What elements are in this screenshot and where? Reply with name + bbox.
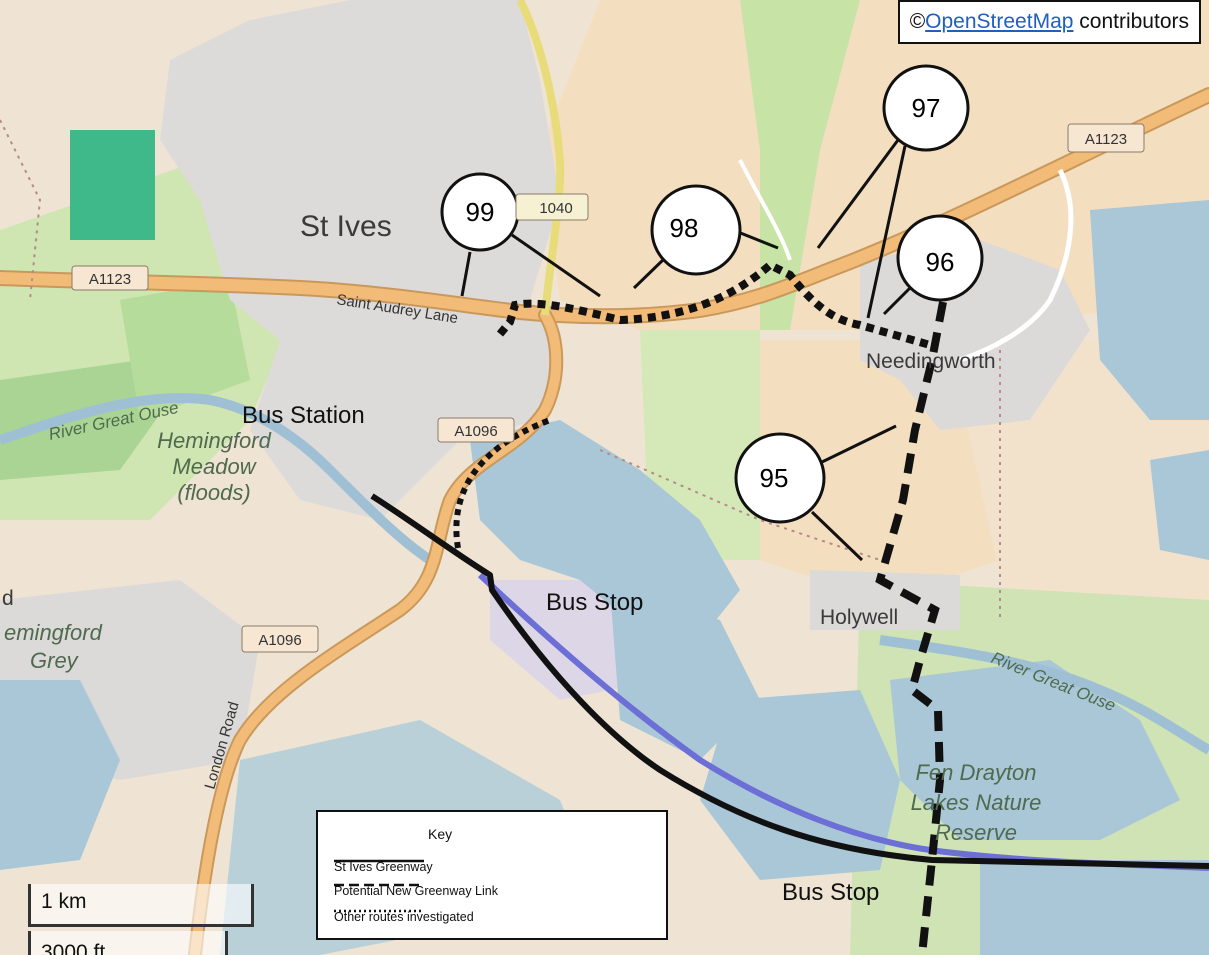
lake-southeast (980, 860, 1209, 955)
legend-item-other-routes: Other routes investigated (334, 908, 474, 926)
lake-centre (470, 420, 740, 640)
place-label-fen-drayton-3: Reserve (935, 820, 1017, 845)
meadow-west-2 (120, 280, 250, 420)
scale-bar-km: 1 km (28, 884, 254, 927)
urban-st-ives (160, 0, 560, 520)
footpath-west (0, 119, 42, 301)
attribution-suffix: contributors (1073, 10, 1189, 33)
callout-99-leader-2 (511, 233, 601, 298)
road-label-a1096-south: A1096 (258, 632, 301, 649)
callout-98: 98 (650, 184, 742, 276)
callout-96-label: 96 (926, 247, 955, 277)
legend-swatch-dashed (334, 883, 424, 887)
scale-label-km: 1 km (41, 890, 87, 913)
callout-96-leader (882, 284, 914, 316)
place-label-fen-drayton-2: Lakes Nature (911, 790, 1042, 815)
road-label-a1123-west: A1123 (89, 271, 131, 288)
road-label-a1123-east: A1123 (1085, 131, 1127, 148)
place-label-st-ives: St Ives (300, 210, 392, 243)
callout-99-label: 99 (466, 197, 495, 227)
potential-greenway-link (875, 301, 947, 955)
lake-fen-drayton-1 (890, 660, 1180, 840)
route-investigated-north (496, 260, 932, 349)
attribution: ©OpenStreetMap contributors (897, 0, 1201, 44)
place-label-hemingford-meadow-3: (floods) (177, 480, 250, 505)
callout-98-leader-2 (737, 230, 779, 250)
callout-98-label: 98 (670, 213, 699, 243)
road-shield-a1123-west: A1123 (71, 265, 149, 291)
scale-bar-ft: 3000 ft (28, 931, 228, 955)
callout-98-leader-1 (632, 256, 667, 290)
callout-97-leader-2 (866, 145, 907, 319)
callout-96: 96 (896, 214, 984, 302)
place-label-hemingford-meadow-1: Hemingford (157, 428, 271, 453)
minor-road-needingworth (959, 168, 1074, 363)
callout-97: 97 (882, 64, 970, 152)
legend-item-greenway: St Ives Greenway (334, 858, 433, 876)
place-label-hemingford-grey-1: emingford (4, 620, 103, 645)
st-ives-greenway (370, 493, 1209, 869)
place-label-needingworth: Needingworth (866, 350, 996, 373)
legend-label-potential-link: Potential New Greenway Link (334, 884, 498, 898)
urban-holywell (810, 570, 960, 630)
scale-label-ft: 3000 ft (41, 941, 106, 955)
legend: Key St Ives Greenway Potential New Green… (316, 810, 668, 940)
route-investigated-south (453, 417, 552, 549)
river-east (879, 635, 1209, 755)
callout-95-leader-1 (821, 424, 897, 464)
callout-95: 95 (734, 432, 826, 524)
road-label-a1040: 1040 (539, 200, 572, 217)
legend-label-other-routes: Other routes investigated (334, 910, 474, 924)
minor-road-north (738, 159, 792, 261)
annotation-bus-station: Bus Station (242, 402, 365, 429)
lake-east-2 (1150, 450, 1209, 560)
sports-field (70, 130, 155, 240)
lake-east-1 (1090, 200, 1209, 420)
annotation-bus-stop-1: Bus Stop (546, 589, 643, 616)
legend-swatch-dotted (334, 909, 424, 913)
callout-99: 99 (440, 172, 520, 252)
callout-95-label: 95 (760, 463, 789, 493)
road-shield-a1096-north: A1096 (437, 417, 515, 443)
river-west (0, 393, 433, 565)
place-label-edge-letter: d (2, 587, 14, 610)
road-shield-a1096-south: A1096 (241, 625, 319, 653)
footpath-middle (599, 449, 881, 561)
place-label-fen-drayton-1: Fen Drayton (915, 760, 1036, 785)
place-label-hemingford-grey-2: Grey (30, 648, 80, 673)
a1096-road (190, 310, 562, 955)
meadow-wood (0, 360, 170, 480)
road-shield-a1040: 1040 (515, 193, 589, 221)
place-label-hemingford-meadow-2: Meadow (172, 454, 257, 479)
legend-label-greenway: St Ives Greenway (334, 860, 433, 874)
place-label-holywell: Holywell (820, 606, 898, 629)
legend-item-potential-link: Potential New Greenway Link (334, 882, 498, 900)
road-shield-a1123-east: A1123 (1067, 123, 1145, 153)
annotation-bus-stop-2: Bus Stop (782, 879, 879, 906)
attribution-link[interactable]: OpenStreetMap (925, 10, 1074, 33)
legend-title: Key (428, 826, 453, 842)
lake-southwest (0, 680, 120, 870)
callout-99-leader-1 (460, 251, 472, 297)
legend-swatch-solid (334, 859, 424, 863)
road-label-a1096-north: A1096 (454, 423, 497, 440)
attribution-prefix: © (909, 10, 926, 33)
green-strip-north (740, 0, 860, 330)
callout-95-leader-2 (810, 510, 864, 562)
callout-97-label: 97 (912, 93, 941, 123)
callout-97-leader-1 (816, 139, 900, 249)
